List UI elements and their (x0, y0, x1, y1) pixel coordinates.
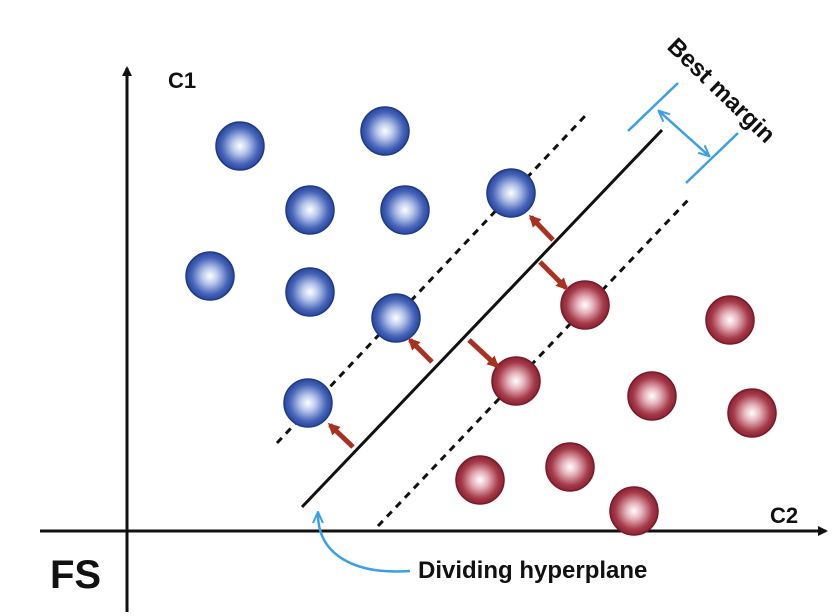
blue-point (285, 185, 335, 235)
red-point (609, 486, 659, 536)
red-point (627, 371, 677, 421)
blue-point (185, 251, 235, 301)
hyperplane-pointer (318, 514, 411, 573)
sv-arrow (467, 338, 500, 369)
y-axis-label: C1 (168, 68, 196, 93)
blue-point (380, 185, 430, 235)
blue-point (371, 293, 421, 343)
lower-margin-line (376, 196, 692, 528)
sv-arrow (327, 422, 355, 449)
red-point (560, 280, 610, 330)
blue-point (360, 106, 410, 156)
margin-tick-lower (685, 132, 739, 184)
best-margin-label: Best margin (662, 33, 781, 149)
blue-point (285, 267, 335, 317)
class-red-points (455, 280, 777, 536)
sv-arrow (538, 260, 569, 291)
support-vector-arrows (327, 214, 569, 449)
red-point (705, 295, 755, 345)
sv-arrow (528, 214, 555, 242)
red-point (727, 388, 777, 438)
blue-point (283, 378, 333, 428)
hyperplane-line (300, 128, 664, 509)
blue-point (215, 121, 265, 171)
corner-label: FS (50, 553, 101, 597)
x-axis-label: C2 (770, 503, 798, 528)
red-point (491, 356, 541, 406)
upper-margin-line (275, 114, 587, 445)
margin-arrow (660, 112, 708, 155)
class-blue-points (185, 106, 536, 428)
blue-point (486, 168, 536, 218)
red-point (545, 442, 595, 492)
hyperplane-label: Dividing hyperplane (418, 557, 647, 584)
sv-arrow (407, 337, 434, 364)
margin-tick-upper (627, 82, 679, 132)
red-point (455, 455, 505, 505)
best-margin-annotation (627, 82, 739, 184)
